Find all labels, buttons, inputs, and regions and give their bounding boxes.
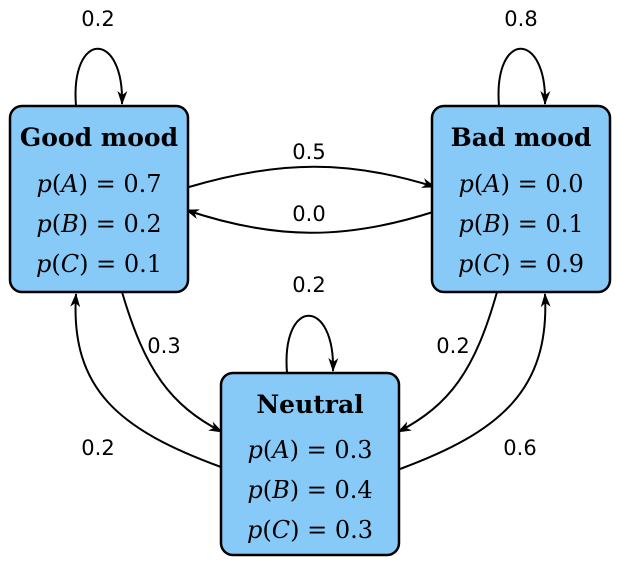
label-good-to-neutral: 0.3 [147, 334, 180, 358]
state-neutral: Neutral p(A) = 0.3 p(B) = 0.4 p(C) = 0.3 [219, 371, 401, 557]
edge-good-to-good [74, 47, 128, 107]
state-good-title: Good mood [20, 123, 178, 152]
state-neutral-prob-a: p(A) = 0.3 [248, 436, 373, 464]
edge-bad-to-good [185, 209, 434, 234]
state-neutral-box [219, 371, 401, 557]
state-bad-prob-c: p(C) = 0.9 [458, 250, 584, 278]
edge-good-to-bad [188, 165, 436, 188]
state-bad-box [430, 104, 612, 294]
label-good-to-good: 0.2 [81, 7, 114, 31]
state-bad-title: Bad mood [451, 123, 592, 152]
label-bad-to-bad: 0.8 [504, 7, 537, 31]
label-neutral-to-bad: 0.6 [503, 436, 536, 460]
state-bad-mood: Bad mood p(A) = 0.0 p(B) = 0.1 p(C) = 0.… [430, 104, 612, 294]
label-bad-to-neutral: 0.2 [436, 334, 469, 358]
edge-neutral-to-neutral [285, 314, 339, 374]
edge-bad-to-neutral [397, 291, 498, 433]
state-good-box [8, 104, 190, 294]
state-good-prob-a: p(A) = 0.7 [37, 170, 162, 198]
state-bad-prob-a: p(A) = 0.0 [459, 170, 584, 198]
state-neutral-prob-b: p(B) = 0.4 [247, 476, 372, 504]
state-neutral-title: Neutral [256, 390, 363, 419]
label-neutral-to-good: 0.2 [81, 436, 114, 460]
edge-neutral-to-bad [399, 293, 551, 470]
label-bad-to-good: 0.0 [292, 202, 325, 226]
state-good-mood: Good mood p(A) = 0.7 p(B) = 0.2 p(C) = 0… [8, 104, 190, 294]
edge-bad-to-bad [497, 47, 551, 107]
state-good-prob-c: p(C) = 0.1 [36, 250, 162, 278]
edge-neutral-to-good [70, 293, 222, 468]
state-bad-prob-b: p(B) = 0.1 [458, 210, 583, 238]
label-neutral-to-neutral: 0.2 [292, 273, 325, 297]
state-neutral-prob-c: p(C) = 0.3 [247, 516, 373, 544]
edge-good-to-neutral [121, 291, 223, 433]
state-good-prob-b: p(B) = 0.2 [36, 210, 161, 238]
label-good-to-bad: 0.5 [292, 140, 325, 164]
